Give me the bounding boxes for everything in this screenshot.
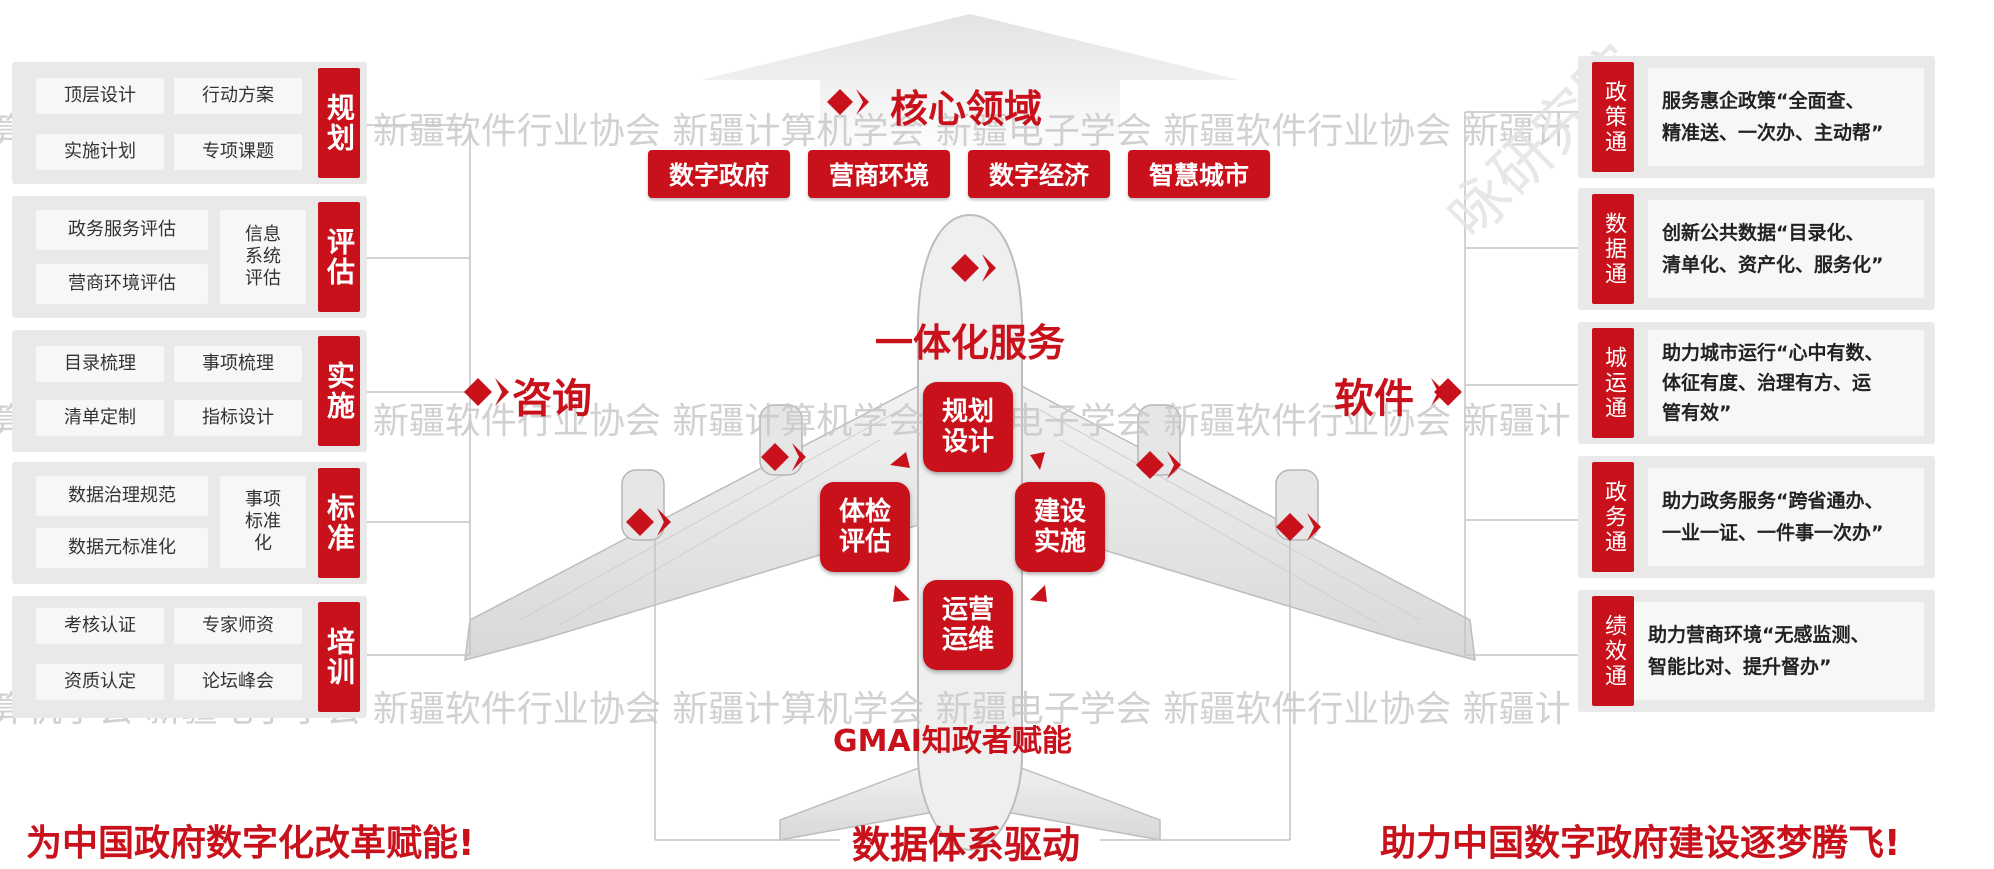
consult-heading: 咨询 <box>512 376 592 422</box>
text-city: 助力城市运行“心中有数、 体征有度、治理有方、运 管有效” <box>1648 330 1924 436</box>
arrow-top-left <box>890 452 910 468</box>
text-gov-content: 助力政务服务“跨省通办、 一业一证、一件事一次办” <box>1662 490 1884 544</box>
fuselage <box>917 213 1023 852</box>
chip-expert-faculty: 专家师资 <box>174 608 302 644</box>
text-performance-content: 助力营商环境“无感监测、 智能比对、提升督办” <box>1648 624 1870 678</box>
group-title-assess: 评估 <box>318 202 360 312</box>
chip-forum-summit: 论坛峰会 <box>174 664 302 700</box>
chip-impl-plan: 实施计划 <box>36 134 164 170</box>
service-operate-maintain: 运营 运维 <box>923 580 1013 670</box>
text-policy: 服务惠企政策“全面查、 精准送、一次办、主动帮” <box>1648 68 1924 166</box>
chip-business-env-assess: 营商环境评估 <box>36 264 208 304</box>
arrow-top-right <box>1030 452 1045 470</box>
text-city-content: 助力城市运行“心中有数、 体征有度、治理有方、运 管有效” <box>1662 342 1884 424</box>
diamond-engine-left-outer <box>626 508 671 536</box>
integrated-service-title: 一体化服务 <box>875 321 1066 365</box>
diamond-core <box>827 89 869 115</box>
group-title-plan: 规划 <box>318 68 360 178</box>
text-data: 创新公共数据“目录化、 清单化、资产化、服务化” <box>1648 200 1924 298</box>
tag-policy: 政策通 <box>1592 62 1634 172</box>
chip-matter-std: 事项 标准 化 <box>220 476 306 568</box>
chip-action-plan: 行动方案 <box>174 78 302 114</box>
software-heading: 软件 <box>1334 376 1414 422</box>
tag-gov: 政务通 <box>1592 462 1634 572</box>
domain-digital-gov: 数字政府 <box>648 150 790 198</box>
chip-special-topic: 专项课题 <box>174 134 302 170</box>
chip-info-system-assess: 信息 系统 评估 <box>220 210 306 304</box>
slogan-left: 为中国政府数字化改革赋能! <box>26 823 475 864</box>
arrow-bottom-left <box>893 585 910 602</box>
chip-indicator-design: 指标设计 <box>174 400 302 436</box>
text-data-content: 创新公共数据“目录化、 清单化、资产化、服务化” <box>1662 222 1884 276</box>
diamond-engine-left-inner <box>761 443 806 471</box>
service-build-implement: 建设 实施 <box>1015 482 1105 572</box>
group-title-implement: 实施 <box>318 336 360 446</box>
chip-data-element-std: 数据元标准化 <box>36 528 208 568</box>
diamond-engine-right-inner <box>1136 451 1181 479</box>
service-plan-design: 规划 设计 <box>923 382 1013 472</box>
text-performance: 助力营商环境“无感监测、 智能比对、提升督办” <box>1634 602 1924 700</box>
domain-business-env: 营商环境 <box>808 150 950 198</box>
text-policy-content: 服务惠企政策“全面查、 精准送、一次办、主动帮” <box>1662 90 1884 144</box>
chip-list-custom: 清单定制 <box>36 400 164 436</box>
domain-digital-economy: 数字经济 <box>968 150 1110 198</box>
diamond-consult <box>464 378 509 406</box>
upward-arrow-shape <box>700 14 1240 160</box>
chip-assess-cert: 考核认证 <box>36 608 164 644</box>
domain-smart-city: 智慧城市 <box>1128 150 1270 198</box>
data-driven-label: 数据体系驱动 <box>852 823 1081 867</box>
tag-city: 城运通 <box>1592 328 1634 438</box>
tag-performance: 绩效通 <box>1592 596 1634 706</box>
arrow-bottom-right <box>1030 585 1047 602</box>
chip-gov-service-assess: 政务服务评估 <box>36 210 208 250</box>
diamond-software <box>1431 378 1462 406</box>
service-check-assess: 体检 评估 <box>820 482 910 572</box>
chip-qualification: 资质认定 <box>36 664 164 700</box>
group-title-training: 培训 <box>318 602 360 712</box>
diamond-nose <box>951 254 996 282</box>
diamond-engine-right-outer <box>1276 513 1321 541</box>
tag-data: 数据通 <box>1592 194 1634 304</box>
chip-top-design: 顶层设计 <box>36 78 164 114</box>
chip-data-gov-spec: 数据治理规范 <box>36 476 208 516</box>
chip-catalog-sort: 目录梳理 <box>36 346 164 382</box>
text-gov: 助力政务服务“跨省通办、 一业一证、一件事一次办” <box>1648 468 1924 566</box>
slogan-right: 助力中国数字政府建设逐梦腾飞! <box>1380 823 1901 864</box>
group-title-standard: 标准 <box>318 468 360 578</box>
gmai-label: GMAI知政者赋能 <box>833 724 1072 759</box>
core-title: 核心领域 <box>890 87 1043 131</box>
chip-matter-sort: 事项梳理 <box>174 346 302 382</box>
